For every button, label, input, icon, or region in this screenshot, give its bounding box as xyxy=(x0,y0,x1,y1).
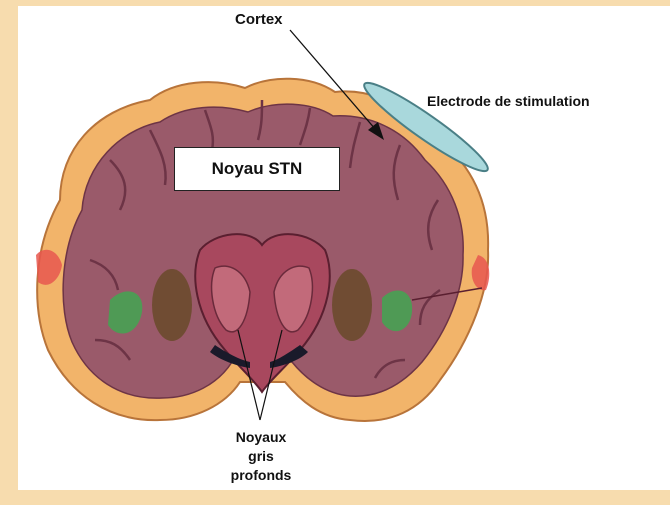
cortex-label: Cortex xyxy=(235,11,283,28)
deep-nuclei-label-line3: profonds xyxy=(206,466,316,485)
stn-label: Noyau STN xyxy=(212,159,303,179)
putamen-right xyxy=(332,269,372,341)
deep-nuclei-label-line2: gris xyxy=(206,447,316,466)
electrode-label: Electrode de stimulation xyxy=(427,93,590,109)
putamen-left xyxy=(152,269,192,341)
stn-label-box: Noyau STN xyxy=(174,147,340,191)
deep-nuclei-label: Noyaux gris profonds xyxy=(206,428,316,485)
deep-nuclei-label-line1: Noyaux xyxy=(206,428,316,447)
